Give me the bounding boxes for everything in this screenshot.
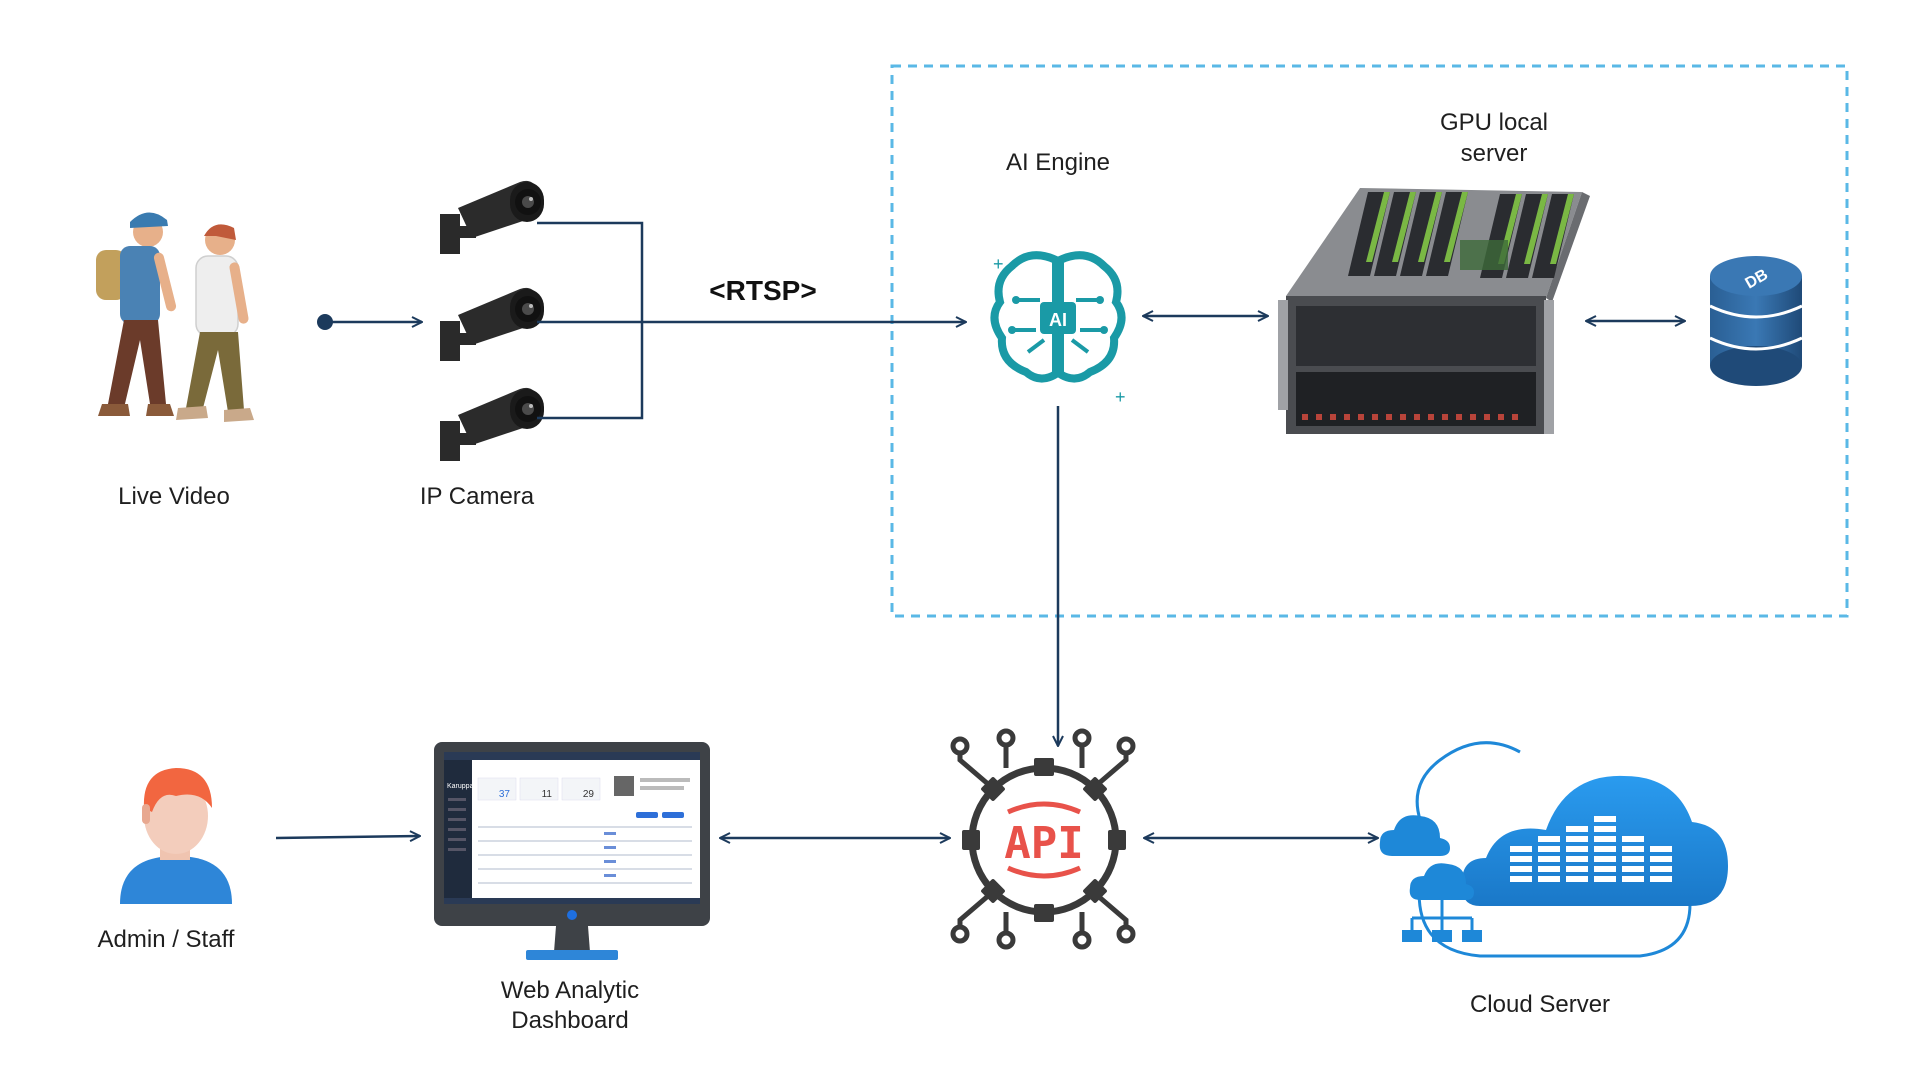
ip-camera-icon (440, 180, 544, 461)
dashboard-stat-1: 37 (499, 789, 511, 800)
camera-aggregation-bracket (537, 221, 644, 420)
gpu-server-label-line1: GPU local (1440, 109, 1548, 136)
live-video-label: Live Video (118, 483, 230, 510)
admin-avatar-icon (120, 768, 232, 904)
api-text: API (1004, 818, 1083, 869)
dashboard-label-line1: Web Analytic (501, 977, 639, 1004)
svg-text:+: + (993, 254, 1004, 274)
ai-engine-label: AI Engine (1006, 149, 1110, 176)
database-icon: DB (1709, 256, 1803, 386)
dashboard-monitor-icon: Karuppa 37 11 29 (434, 742, 710, 960)
api-gear-icon: API (950, 728, 1136, 950)
dashboard-stat-3: 29 (583, 789, 595, 800)
svg-text:+: + (1115, 387, 1126, 407)
admin-to-dashboard-arrow (275, 836, 420, 838)
rtsp-label: <RTSP> (709, 275, 816, 306)
cloud-server-label: Cloud Server (1470, 991, 1610, 1018)
dashboard-label-line2: Dashboard (511, 1007, 628, 1034)
gpu-server-icon (1278, 188, 1590, 434)
walking-people-icon (96, 212, 254, 422)
ai-brain-icon: AI + + (990, 251, 1126, 407)
ai-badge-text: AI (1049, 310, 1067, 330)
ip-camera-label: IP Camera (420, 483, 535, 510)
dashboard-brand-text: Karuppa (447, 783, 474, 790)
cloud-server-icon (1379, 741, 1728, 958)
dashboard-stat-2: 11 (542, 789, 553, 800)
gpu-server-label-line2: server (1461, 140, 1528, 167)
admin-staff-label: Admin / Staff (98, 926, 235, 953)
